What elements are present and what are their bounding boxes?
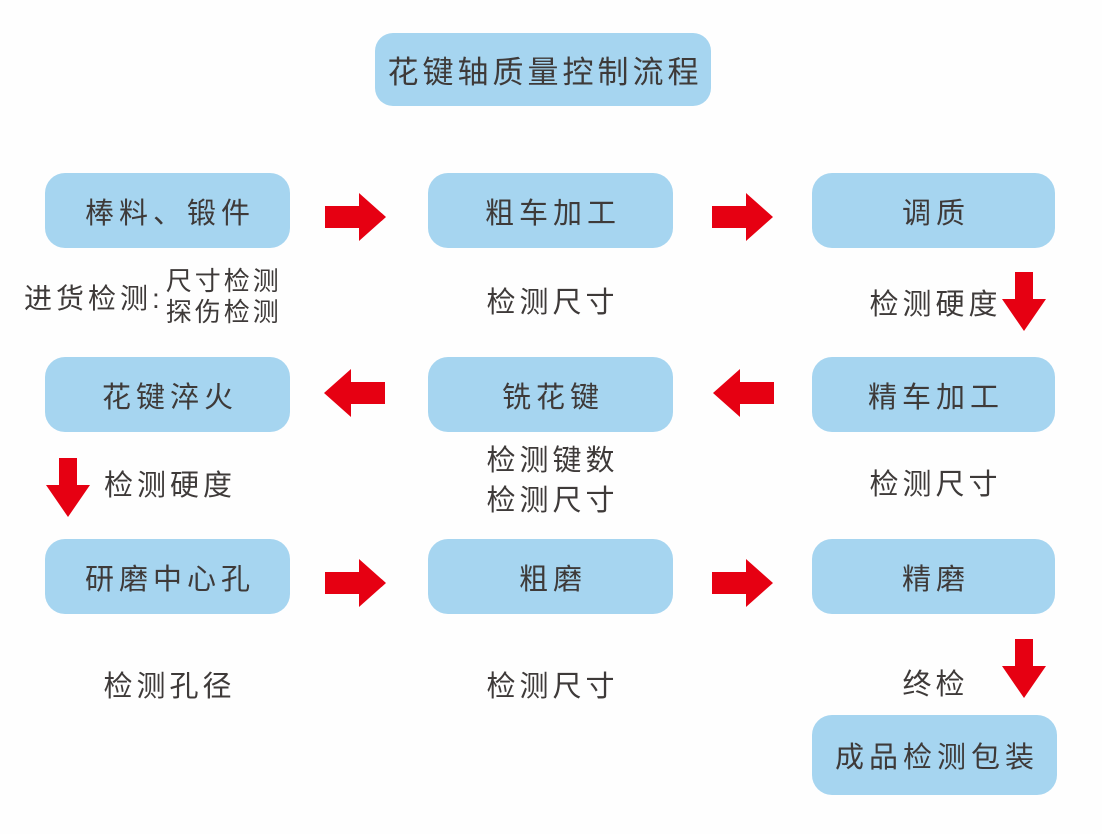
inspection-label-finish-turning: 检测尺寸 <box>869 469 1002 501</box>
process-box-spline-quenching: 花键淬火 <box>45 357 290 432</box>
inspection-label-spline-milling: 检测键数 检测尺寸 <box>428 441 673 521</box>
process-box-rough-turning: 粗车加工 <box>428 173 673 248</box>
inspection-label-rough-grinding: 检测尺寸 <box>486 671 619 703</box>
inspection-label-final-check: 终检 <box>902 669 969 701</box>
incoming-label-prefix: 进货检测: <box>24 283 164 314</box>
arrow-down-icon <box>1002 639 1046 698</box>
spline-milling-label-line2: 检测尺寸 <box>486 485 619 517</box>
process-box-center-hole-grinding: 研磨中心孔 <box>45 539 290 614</box>
process-box-finish-grinding: 精磨 <box>812 539 1055 614</box>
process-box-quench-temper: 调质 <box>812 173 1055 248</box>
flow-title: 花键轴质量控制流程 <box>375 33 711 106</box>
process-box-rough-grinding: 粗磨 <box>428 539 673 614</box>
process-box-finish-turning: 精车加工 <box>812 357 1055 432</box>
spline-milling-label-line1: 检测键数 <box>486 445 619 477</box>
arrow-left-icon <box>713 369 774 417</box>
arrow-right-icon <box>712 193 773 241</box>
inspection-label-center-hole-grinding: 检测孔径 <box>103 671 236 703</box>
inspection-label-incoming: 进货检测: 尺寸检测 探伤检测 <box>24 264 282 330</box>
arrow-left-icon <box>324 369 385 417</box>
arrow-right-icon <box>325 193 386 241</box>
arrow-right-icon <box>712 559 773 607</box>
inspection-label-rough-turning: 检测尺寸 <box>486 287 619 319</box>
incoming-label-stack: 尺寸检测 探伤检测 <box>166 266 282 328</box>
arrow-down-icon <box>46 458 90 517</box>
arrow-down-icon <box>1002 272 1046 331</box>
incoming-label-line1: 尺寸检测 <box>165 266 282 296</box>
process-box-raw-material: 棒料、锻件 <box>45 173 290 248</box>
inspection-label-spline-quenching: 检测硬度 <box>104 470 237 502</box>
incoming-label-line2: 探伤检测 <box>165 297 282 327</box>
inspection-label-quench-temper: 检测硬度 <box>869 289 1002 321</box>
process-box-final-packaging: 成品检测包装 <box>812 715 1057 795</box>
process-box-spline-milling: 铣花键 <box>428 357 673 432</box>
arrow-right-icon <box>325 559 386 607</box>
